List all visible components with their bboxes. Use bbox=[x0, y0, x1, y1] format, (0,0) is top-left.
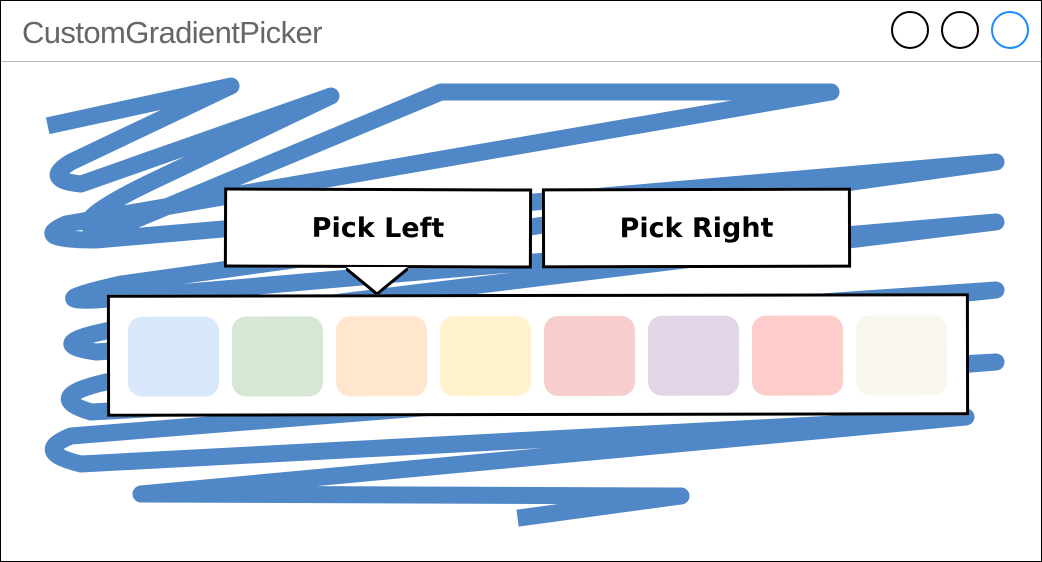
swatch-pink[interactable] bbox=[751, 315, 844, 396]
swatch-blue[interactable] bbox=[127, 316, 220, 397]
gradient-canvas: Pick Left Pick Right bbox=[1, 62, 1041, 561]
window-title: CustomGradientPicker bbox=[22, 15, 322, 50]
color-swatch-panel bbox=[106, 293, 970, 417]
pick-right-button[interactable]: Pick Right bbox=[541, 187, 852, 269]
gradient-scribble-stroke bbox=[44, 77, 1005, 527]
swatch-orange[interactable] bbox=[335, 316, 428, 397]
swatch-yellow[interactable] bbox=[439, 316, 532, 397]
swatch-beige[interactable] bbox=[855, 315, 948, 396]
maximize-button[interactable] bbox=[941, 11, 979, 49]
gradient-scribble bbox=[44, 77, 1005, 527]
swatch-red[interactable] bbox=[543, 315, 636, 396]
close-button[interactable] bbox=[991, 11, 1029, 49]
pick-left-button[interactable]: Pick Left bbox=[223, 187, 533, 269]
swatch-green[interactable] bbox=[231, 316, 324, 397]
minimize-button[interactable] bbox=[891, 11, 929, 49]
swatch-purple[interactable] bbox=[647, 315, 740, 396]
title-bar: CustomGradientPicker bbox=[1, 1, 1041, 62]
